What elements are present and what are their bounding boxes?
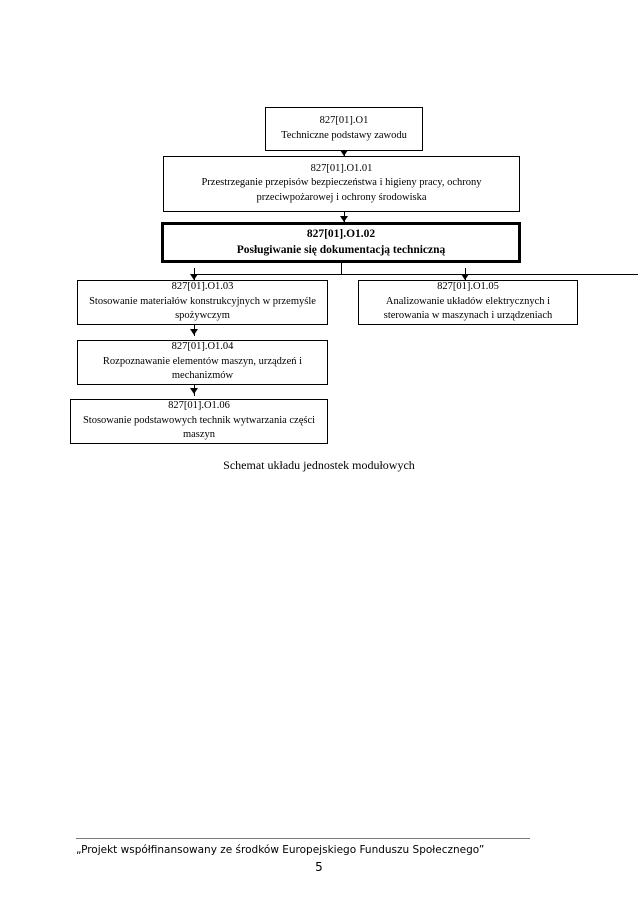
footer-funding-note: „Projekt współfinansowany ze środków Eur… [76, 844, 485, 856]
footer-divider [76, 838, 530, 839]
flowchart-node-o1-02: 827[01].O1.02 Posługiwanie się dokumenta… [161, 222, 521, 263]
flowchart-node-o1-01: 827[01].O1.01 Przestrzeganie przepisów b… [163, 156, 520, 212]
arrowhead-o1-02-to-o1-05 [461, 274, 469, 280]
node-code: 827[01].O1.01 [310, 162, 373, 174]
flowchart-node-o1-03: 827[01].O1.03 Stosowanie materiałów kons… [77, 280, 328, 325]
node-code: 827[01].O1.06 [168, 400, 230, 412]
node-title: Posługiwanie się dokumentacją techniczną [236, 244, 446, 256]
node-code: 827[01].O1 [319, 115, 369, 126]
flowchart-node-o1-04: 827[01].O1.04 Rozpoznawanie elementów ma… [77, 340, 328, 385]
connector-line-o1-02-stem [341, 263, 342, 275]
arrowhead-o1-to-o1-01 [340, 150, 348, 156]
node-title: Techniczne podstawy zawodu [281, 129, 407, 141]
node-title: Rozpoznawanie elementów maszyn, urządzeń… [102, 355, 303, 382]
flowchart-node-o1-05: 827[01].O1.05 Analizowanie układów elekt… [358, 280, 578, 325]
node-code: 827[01].O1.05 [437, 281, 499, 293]
arrowhead-o1-02-to-o1-03 [190, 274, 198, 280]
node-title: Stosowanie materiałów konstrukcyjnych w … [89, 295, 316, 322]
flowchart-node-o1-06: 827[01].O1.06 Stosowanie podstawowych te… [70, 399, 328, 444]
arrowhead-o1-03-to-o1-04 [190, 329, 198, 335]
module-units-flowchart: 827[01].O1 Techniczne podstawy zawodu 82… [70, 107, 638, 472]
node-code: 827[01].O1.04 [171, 341, 234, 353]
flowchart-node-o1: 827[01].O1 Techniczne podstawy zawodu [265, 107, 423, 151]
node-title: Przestrzeganie przepisów bezpieczeństwa … [201, 177, 482, 203]
diagram-caption: Schemat układu jednostek modułowych [223, 458, 415, 472]
node-title: Analizowanie układów elektrycznych i ste… [383, 295, 553, 322]
node-title: Stosowanie podstawowych technik wytwarza… [82, 414, 316, 441]
node-code: 827[01].O1.03 [171, 281, 234, 293]
arrowhead-o1-01-to-o1-02 [340, 216, 348, 222]
page-number: 5 [315, 860, 323, 874]
connector-bar-o1-02-split [194, 274, 638, 275]
arrowhead-o1-04-to-o1-06 [190, 388, 198, 394]
node-code: 827[01].O1.02 [306, 228, 376, 240]
